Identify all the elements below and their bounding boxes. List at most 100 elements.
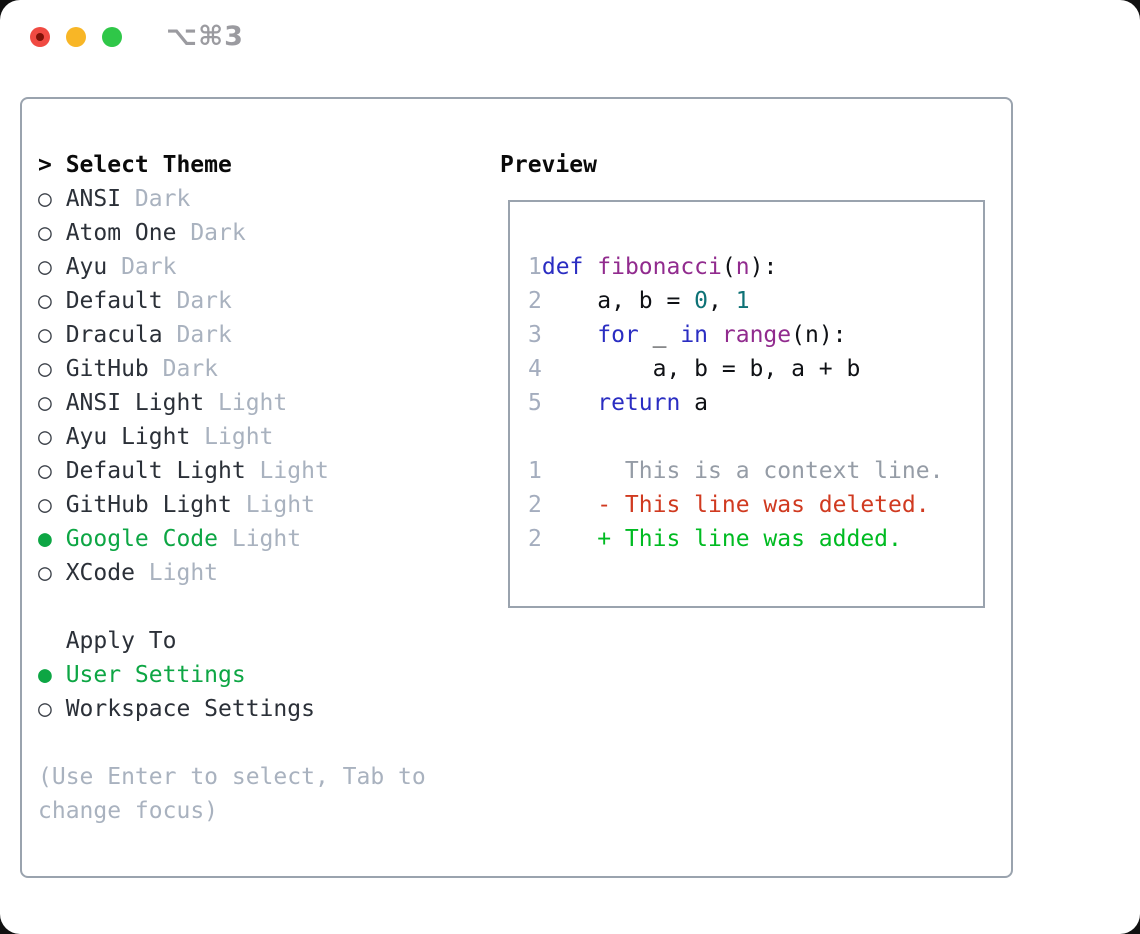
code-line: 4 a, b = b, a + b bbox=[528, 352, 983, 386]
line-number: 1 bbox=[528, 458, 542, 484]
theme-option-ayu-light[interactable]: ○Ayu Light Light bbox=[38, 420, 468, 454]
theme-selector-column: >Select Theme ○ANSI Dark○Atom One Dark○A… bbox=[38, 148, 468, 828]
help-text: (Use Enter to select, Tab to change focu… bbox=[38, 764, 426, 824]
token-plain: ( bbox=[721, 254, 736, 280]
theme-option-github-light[interactable]: ○ GitHub Light Light bbox=[38, 488, 468, 522]
theme-variant-badge: Light bbox=[190, 424, 274, 450]
radio-unselected-icon: ○ bbox=[38, 254, 52, 280]
theme-name: Dracula bbox=[65, 322, 163, 348]
apply-option-workspace-settings[interactable]: ○ Workspace Settings bbox=[38, 692, 468, 726]
token-keyword: return bbox=[597, 390, 681, 416]
code-line: 1 This is a context line. bbox=[528, 454, 983, 488]
token-plain bbox=[708, 322, 722, 348]
minimize-button[interactable] bbox=[66, 27, 86, 47]
spacer bbox=[38, 726, 468, 760]
radio-unselected-icon: ○ bbox=[38, 560, 52, 586]
code-line: 2 + This line was added. bbox=[528, 522, 983, 556]
theme-option-dracula[interactable]: ○ Dracula Dark bbox=[38, 318, 468, 352]
theme-name: Default bbox=[65, 288, 163, 314]
token-plain: a, b = bbox=[541, 288, 695, 314]
token-added: + This line was added. bbox=[541, 526, 902, 552]
radio-unselected-icon: ○ bbox=[38, 390, 52, 416]
focus-caret-icon: > bbox=[38, 152, 52, 178]
theme-variant-badge: Dark bbox=[176, 220, 246, 246]
theme-name: Default Light bbox=[65, 458, 246, 484]
theme-option-default-light[interactable]: ○Default Light Light bbox=[38, 454, 468, 488]
modified-dot-icon bbox=[36, 33, 44, 41]
code-line: 5 return a bbox=[528, 386, 983, 420]
token-number: 1 bbox=[735, 288, 750, 314]
token-plain bbox=[542, 390, 597, 416]
main-panel: >Select Theme ○ANSI Dark○Atom One Dark○A… bbox=[20, 97, 1013, 878]
theme-variant-badge: Dark bbox=[162, 322, 232, 348]
line-number: 1 bbox=[528, 254, 542, 280]
theme-variant-badge: Dark bbox=[162, 288, 232, 314]
radio-selected-icon: ● bbox=[38, 662, 52, 688]
theme-name: GitHub bbox=[65, 356, 149, 382]
theme-option-xcode[interactable]: ○ XCode Light bbox=[38, 556, 468, 590]
token-plain: a bbox=[680, 390, 709, 416]
token-plain: _ bbox=[638, 322, 681, 348]
radio-unselected-icon: ○ bbox=[38, 492, 52, 518]
window-shortcut-label: ⌥⌘3 bbox=[166, 21, 244, 52]
zoom-button[interactable] bbox=[102, 27, 122, 47]
theme-variant-badge: Light bbox=[134, 560, 219, 586]
token-function: range bbox=[721, 322, 792, 348]
theme-option-ansi[interactable]: ○ANSI Dark bbox=[38, 182, 468, 216]
theme-option-atom-one[interactable]: ○ Atom One Dark bbox=[38, 216, 468, 250]
theme-variant-badge: Light bbox=[218, 526, 302, 552]
line-number: 3 bbox=[528, 322, 542, 348]
theme-name: ANSI Light bbox=[65, 390, 205, 416]
line-number: 4 bbox=[528, 356, 542, 382]
code-line bbox=[528, 420, 983, 454]
apply-to-header: Apply To bbox=[38, 624, 468, 658]
apply-option-user-settings[interactable]: ● User Settings bbox=[38, 658, 468, 692]
theme-option-google-code[interactable]: ● Google Code Light bbox=[38, 522, 468, 556]
theme-option-github[interactable]: ○GitHub Dark bbox=[38, 352, 468, 386]
theme-name: XCode bbox=[65, 560, 135, 586]
select-theme-title: Select Theme bbox=[65, 152, 232, 178]
select-theme-header: > Select Theme bbox=[38, 148, 468, 182]
radio-unselected-icon: ○ bbox=[38, 696, 52, 722]
line-number: 5 bbox=[528, 390, 542, 416]
spacer bbox=[38, 590, 468, 624]
theme-variant-badge: Light bbox=[231, 492, 315, 518]
radio-unselected-icon: ○ bbox=[38, 322, 52, 348]
token-plain: ): bbox=[749, 254, 778, 280]
line-number: 2 bbox=[528, 288, 542, 314]
token-keyword: in bbox=[680, 322, 709, 348]
theme-name: Google Code bbox=[65, 526, 219, 552]
theme-list: ○ANSI Dark○Atom One Dark○Ayu Dark○Defaul… bbox=[38, 182, 468, 590]
radio-selected-icon: ● bbox=[38, 526, 52, 552]
token-context: This is a context line. bbox=[541, 458, 944, 484]
window-titlebar: ⌥⌘3 bbox=[0, 0, 1140, 60]
close-button[interactable] bbox=[30, 27, 50, 47]
theme-variant-badge: Light bbox=[204, 390, 288, 416]
radio-unselected-icon: ○ bbox=[38, 424, 52, 450]
code-line: 3 for _ in range(n): bbox=[528, 318, 983, 352]
token-keyword: for bbox=[597, 322, 639, 348]
token-plain: a, b = b, a + b bbox=[541, 356, 861, 382]
theme-variant-badge: Dark bbox=[121, 186, 191, 212]
line-number: 2 bbox=[528, 492, 542, 518]
theme-option-ansi-light[interactable]: ○ ANSI Light Light bbox=[38, 386, 468, 420]
token-plain: , bbox=[708, 288, 736, 314]
apply-option-label: User Settings bbox=[65, 662, 246, 688]
radio-unselected-icon: ○ bbox=[38, 220, 52, 246]
line-number: 2 bbox=[528, 526, 542, 552]
apply-option-label: Workspace Settings bbox=[65, 696, 315, 722]
theme-option-default[interactable]: ○Default Dark bbox=[38, 284, 468, 318]
token-plain: (n): bbox=[791, 322, 847, 348]
token-plain bbox=[542, 322, 597, 348]
token-keyword: def bbox=[541, 254, 584, 280]
theme-name: GitHub Light bbox=[65, 492, 232, 518]
token-function: n bbox=[735, 254, 750, 280]
code-line: 1def fibonacci(n): bbox=[528, 250, 983, 284]
apply-to-title: Apply To bbox=[65, 628, 177, 654]
radio-unselected-icon: ○ bbox=[38, 356, 52, 382]
theme-name: Atom One bbox=[65, 220, 177, 246]
radio-unselected-icon: ○ bbox=[38, 458, 52, 484]
theme-option-ayu[interactable]: ○Ayu Dark bbox=[38, 250, 468, 284]
